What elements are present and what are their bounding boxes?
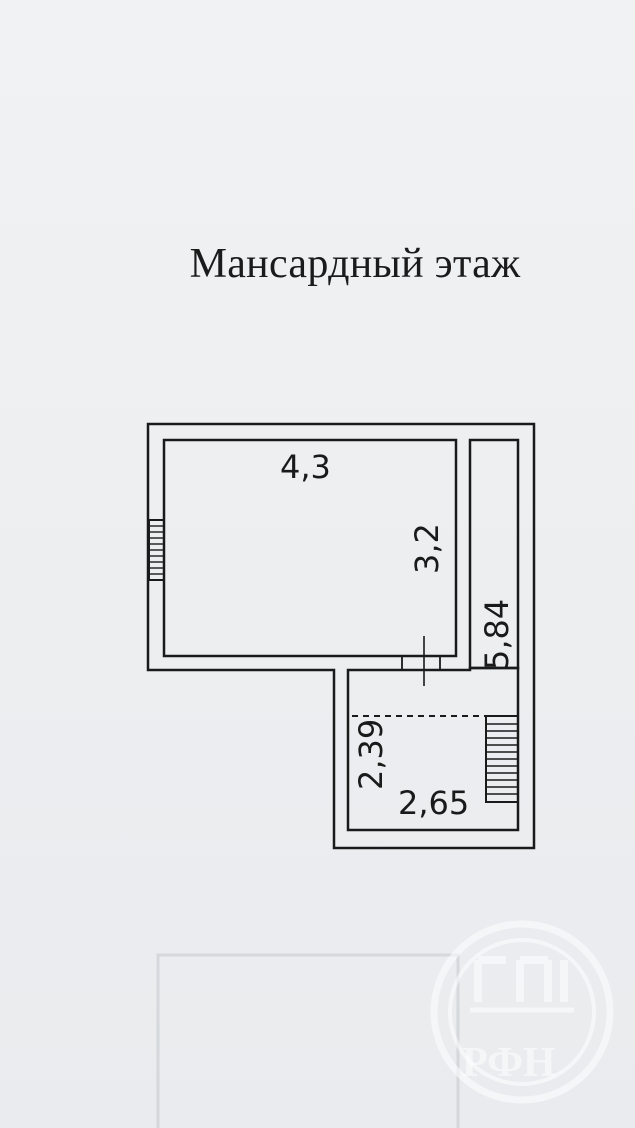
staircase-steps — [486, 723, 518, 795]
doorway — [401, 655, 441, 671]
dimension-lower-width: 2,65 — [398, 784, 469, 822]
page-title: Мансардный этаж — [189, 241, 521, 287]
lower-room — [346, 666, 520, 832]
dimension-corridor-length: 5,84 — [478, 599, 516, 670]
dimension-room-width: 4,3 — [280, 448, 331, 486]
watermark-top-glyph — [474, 956, 568, 1002]
bleed-through-outline — [156, 953, 460, 1128]
watermark-bottom-letters: РФН — [462, 1040, 556, 1086]
outer-wall — [146, 422, 536, 850]
watermark-logo — [430, 920, 614, 1104]
watermark-inner-ring — [448, 938, 596, 1086]
window-hatch — [149, 525, 164, 575]
dimension-lower-depth: 2,39 — [352, 719, 390, 790]
watermark-outer-ring — [430, 920, 614, 1104]
dimension-room-depth: 3,2 — [408, 523, 446, 574]
